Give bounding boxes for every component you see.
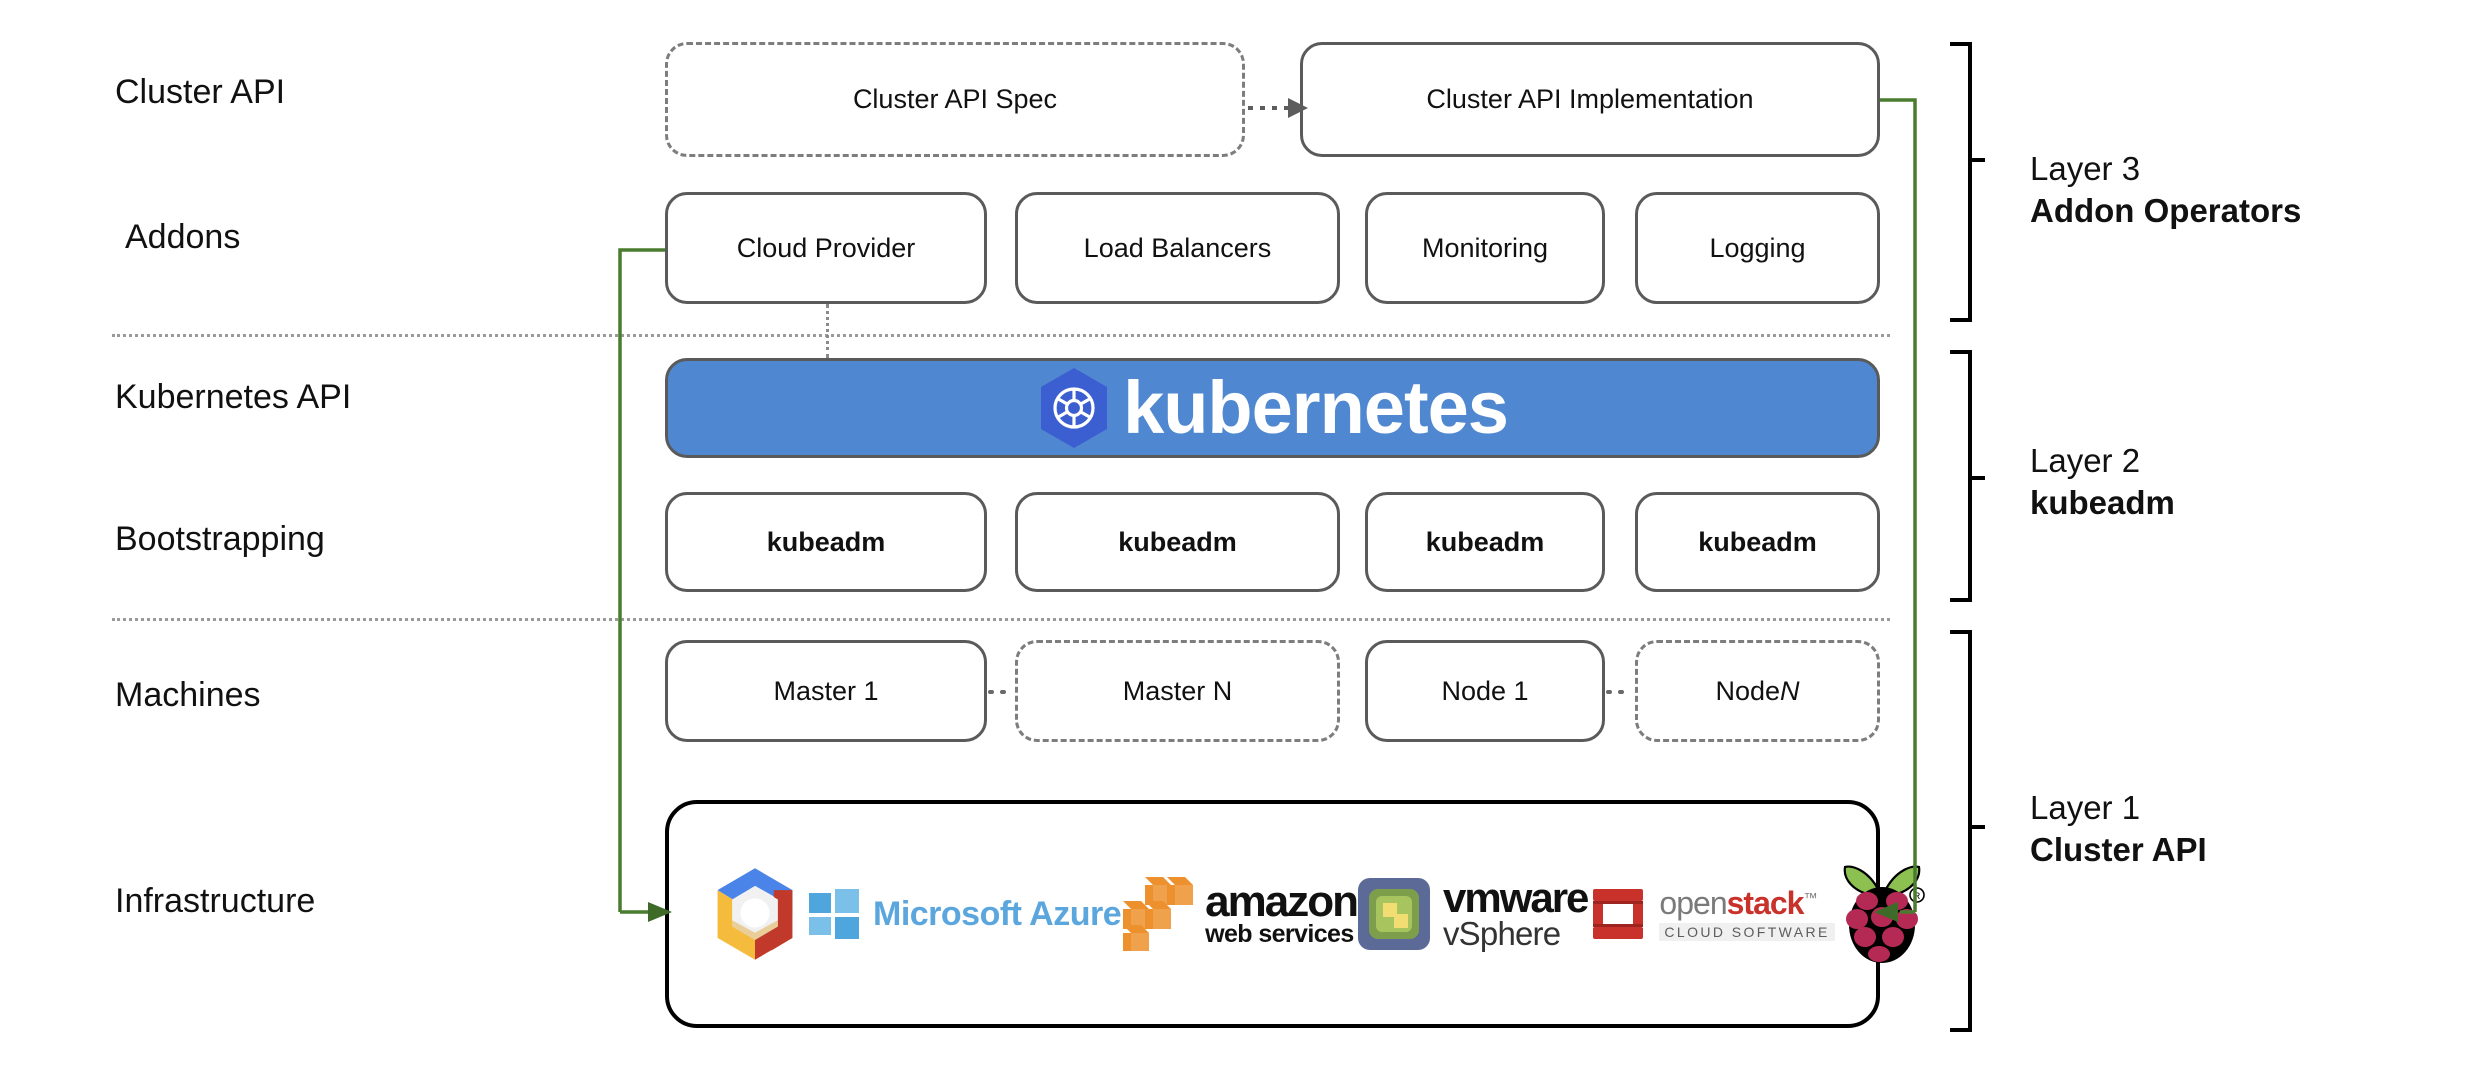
box-master-1[interactable]: Master 1 xyxy=(665,640,987,742)
box-label: Master N xyxy=(1122,675,1233,706)
box-kubeadm-3[interactable]: kubeadm xyxy=(1365,492,1605,592)
box-label: Cluster API Implementation xyxy=(1426,84,1754,114)
box-cloud-provider[interactable]: Cloud Provider xyxy=(665,192,987,304)
arrow-cloud-provider-to-infrastructure xyxy=(618,248,665,914)
box-label: Node xyxy=(1715,675,1781,706)
box-label-italic: N xyxy=(1780,675,1800,706)
box-label: kubeadm xyxy=(1698,526,1817,557)
box-label: Logging xyxy=(1709,232,1806,263)
openstack-logo: openstack™ CLOUD SOFTWARE xyxy=(1587,883,1835,945)
row-label-infrastructure: Infrastructure xyxy=(115,882,316,920)
box-kubeadm-2[interactable]: kubeadm xyxy=(1015,492,1340,592)
aws-wordmark-top: amazon xyxy=(1205,877,1359,927)
box-master-n[interactable]: Master N xyxy=(1015,640,1340,742)
row-label-bootstrapping: Bootstrapping xyxy=(115,520,325,558)
vsphere-wordmark: vSphere xyxy=(1442,915,1561,953)
box-infrastructure[interactable]: Microsoft Azure amazon web services xyxy=(665,800,1925,1028)
box-label: Master 1 xyxy=(773,675,879,706)
layer-2-line2: kubeadm xyxy=(2030,484,2175,522)
box-node-n[interactable]: Node N xyxy=(1635,640,1880,742)
vmware-vsphere-logo: vmware vSphere xyxy=(1357,874,1589,953)
box-label: Monitoring xyxy=(1421,232,1549,263)
arrow-implementation-to-infrastructure xyxy=(1880,98,1917,914)
azure-wordmark: Microsoft Azure xyxy=(873,894,1122,933)
box-cluster-api-implementation[interactable]: Cluster API Implementation xyxy=(1300,42,1880,157)
google-cloud-platform-logo xyxy=(703,862,807,966)
layer-label-2: Layer 2 kubeadm xyxy=(2030,440,2175,524)
openstack-tagline: CLOUD SOFTWARE xyxy=(1659,923,1835,941)
box-label: kubeadm xyxy=(1425,526,1545,557)
layer-3-line2: Addon Operators xyxy=(2030,192,2302,230)
box-label: kubeadm xyxy=(766,526,886,557)
svg-text:R: R xyxy=(1913,891,1920,901)
box-node-1[interactable]: Node 1 xyxy=(1365,640,1605,742)
box-label: Cluster API Spec xyxy=(852,84,1058,114)
openstack-trademark: ™ xyxy=(1803,889,1817,906)
microsoft-azure-logo: Microsoft Azure xyxy=(807,887,1122,941)
box-logging[interactable]: Logging xyxy=(1635,192,1880,304)
layer-1-line2: Cluster API xyxy=(2030,831,2207,869)
row-label-machines: Machines xyxy=(115,676,261,714)
row-label-kubernetes-api: Kubernetes API xyxy=(115,378,352,416)
kubernetes-banner: kubernetes xyxy=(665,358,1880,458)
aws-wordmark-bottom: web services xyxy=(1205,919,1354,948)
openstack-wordmark-open: open xyxy=(1659,885,1727,921)
bracket-layer-2 xyxy=(1950,350,1985,602)
layer-separator-bottom xyxy=(112,618,1890,621)
box-load-balancers[interactable]: Load Balancers xyxy=(1015,192,1340,304)
connector-cloud-provider-to-kubernetes xyxy=(826,304,829,358)
layer-2-line1: Layer 2 xyxy=(2030,442,2141,479)
openstack-wordmark-stack: stack xyxy=(1726,885,1805,921)
box-cluster-api-spec[interactable]: Cluster API Spec xyxy=(665,42,1245,157)
vmware-wordmark: vmware xyxy=(1442,874,1589,922)
raspberry-pi-logo: R xyxy=(1835,861,1929,967)
arrow-spec-to-implementation xyxy=(1248,98,1308,118)
box-label: Load Balancers xyxy=(1083,232,1272,263)
box-kubeadm-4[interactable]: kubeadm xyxy=(1635,492,1880,592)
layer-label-1: Layer 1 Cluster API xyxy=(2030,787,2207,871)
layer-separator-top xyxy=(112,334,1890,337)
layer-3-line1: Layer 3 xyxy=(2030,150,2141,187)
row-label-addons: Addons xyxy=(125,218,241,256)
layer-label-3: Layer 3 Addon Operators xyxy=(2030,148,2301,232)
layer-1-line1: Layer 1 xyxy=(2030,789,2141,826)
kubernetes-wordmark: kubernetes xyxy=(1123,366,1509,449)
row-label-cluster-api: Cluster API xyxy=(115,73,286,111)
bracket-layer-3 xyxy=(1950,42,1985,322)
box-label: kubeadm xyxy=(1118,526,1237,557)
kubernetes-helm-icon xyxy=(1037,366,1111,450)
amazon-web-services-logo: amazon web services xyxy=(1121,875,1359,953)
box-label: Cloud Provider xyxy=(736,232,916,263)
box-label: Node 1 xyxy=(1441,675,1529,706)
box-kubeadm-1[interactable]: kubeadm xyxy=(665,492,987,592)
bracket-layer-1 xyxy=(1950,630,1985,1032)
box-monitoring[interactable]: Monitoring xyxy=(1365,192,1605,304)
